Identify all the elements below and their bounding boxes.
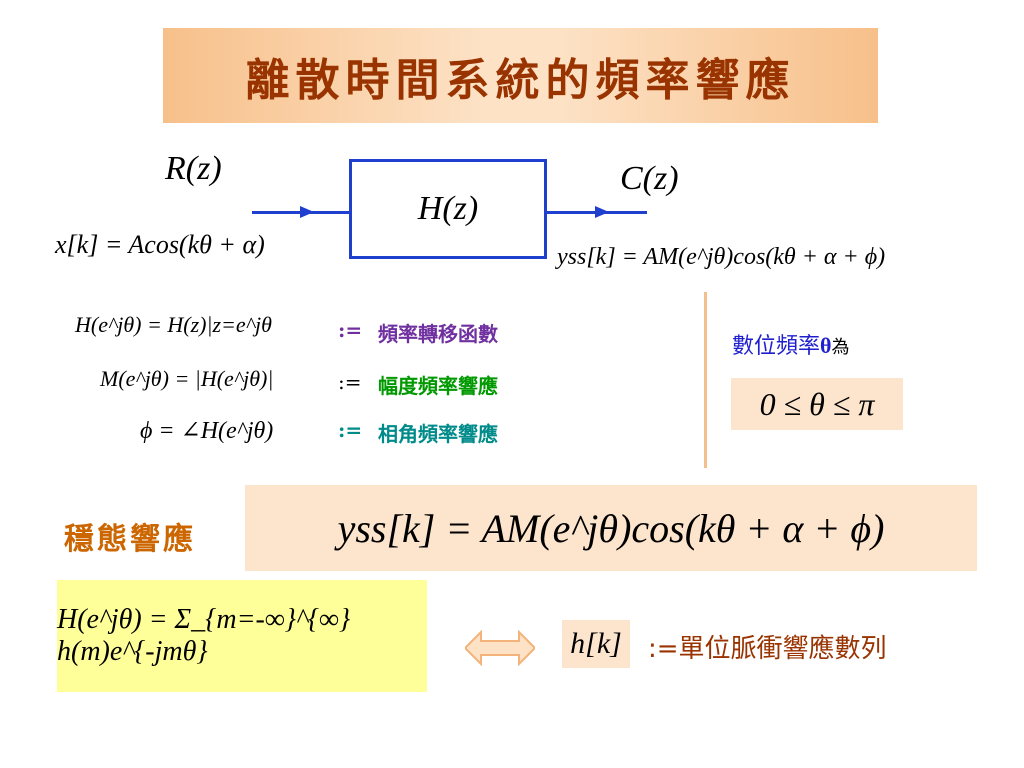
def-symbol-3: := [338, 418, 363, 442]
system-block: H(z) [349, 159, 547, 259]
def-formula-2: M(e^jθ) = |H(e^jθ)| [100, 366, 274, 391]
def-symbol-2: := [338, 370, 362, 394]
dtft-formula: H(e^jθ) = Σ_{m=-∞}^{∞} h(m)e^{-jmθ} [57, 580, 427, 692]
output-label: C(z) [620, 160, 679, 197]
def-formula-1: H(e^jθ) = H(z)|z=e^jθ [75, 312, 272, 337]
vertical-divider [704, 292, 707, 468]
steady-state-formula: yss[k] = AM(e^jθ)cos(kθ + α + ϕ) [245, 485, 977, 571]
def-meaning-1: 頻率轉移函數 [378, 322, 498, 346]
def-meaning-3: 相角頻率響應 [378, 422, 498, 446]
input-label: R(z) [165, 150, 222, 187]
input-arrow-icon [300, 206, 314, 218]
output-signal-formula: yss[k] = AM(e^jθ)cos(kθ + α + ϕ) [557, 244, 886, 270]
output-arrow-icon [595, 206, 609, 218]
def-meaning-2: 幅度頻率響應 [378, 374, 498, 398]
def-symbol-1: := [338, 318, 363, 342]
digital-freq-prefix: 數位頻率 [732, 334, 821, 359]
digital-freq-label: 數位頻率θ為 [732, 328, 850, 360]
def-formula-3: ϕ = ∠H(e^jθ) [140, 418, 274, 444]
title-banner: 離散時間系統的頻率響應 [163, 28, 878, 123]
digital-freq-suffix: 為 [831, 337, 850, 358]
double-arrow-icon [465, 630, 535, 666]
steady-state-label: 穩態響應 [64, 522, 196, 557]
input-signal-formula: x[k] = Acos(kθ + α) [55, 230, 265, 259]
impulse-description: :=單位脈衝響應數列 [648, 634, 887, 664]
block-label: H(z) [417, 190, 479, 227]
impulse-symbol: h[k] [562, 620, 630, 668]
page-title: 離散時間系統的頻率響應 [245, 54, 796, 106]
digital-freq-range: 0 ≤ θ ≤ π [731, 378, 903, 430]
digital-freq-symbol: θ [820, 333, 832, 358]
